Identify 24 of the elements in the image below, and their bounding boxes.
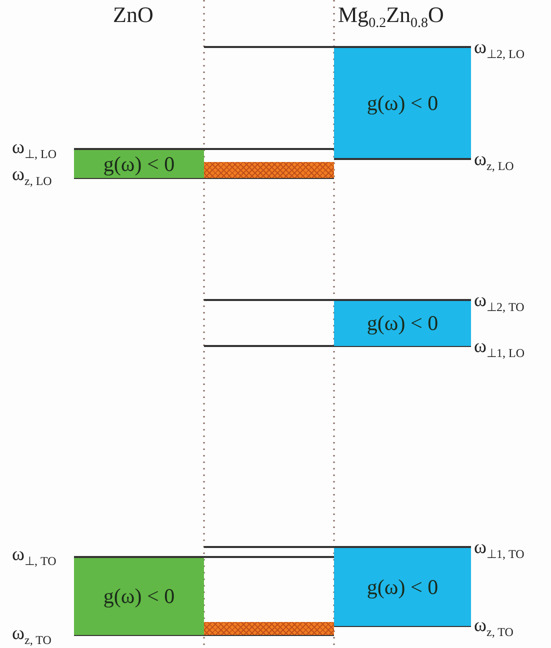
frequency-label: ω$_{z, TO}$: [12, 624, 52, 646]
hatched-bar: [204, 162, 334, 178]
gain-region: [74, 150, 204, 178]
frequency-label: ω$_{z, LO}$: [12, 165, 52, 187]
frequency-label: ω$_{⊥, TO}$: [12, 545, 56, 567]
frequency-label: ω$_{⊥1, LO}$: [474, 337, 525, 359]
frequency-label: ω$_{⊥, LO}$: [12, 138, 57, 160]
region-label: g(ω) < 0: [366, 574, 438, 600]
gain-region: [334, 548, 471, 626]
gain-region: [334, 301, 471, 346]
material-label: Mg$_{0.2}$Zn$_{0.8}$O: [338, 4, 444, 31]
hatched-bar: [204, 622, 334, 635]
region-label: g(ω) < 0: [103, 152, 175, 176]
frequency-label: ω$_{z, LO}$: [474, 150, 514, 172]
frequency-label: ω$_{⊥2, LO}$: [474, 38, 525, 60]
region-label: g(ω) < 0: [366, 311, 438, 336]
material-label: ZnO: [113, 4, 154, 26]
region-label: g(ω) < 0: [366, 90, 438, 116]
frequency-label: ω$_{z, TO}$: [474, 616, 514, 638]
region-label: g(ω) < 0: [103, 584, 175, 609]
gain-region: [74, 558, 204, 635]
gain-region: [334, 48, 471, 158]
frequency-label: ω$_{⊥1, TO}$: [474, 538, 524, 560]
frequency-label: ω$_{⊥2, TO}$: [474, 291, 524, 313]
